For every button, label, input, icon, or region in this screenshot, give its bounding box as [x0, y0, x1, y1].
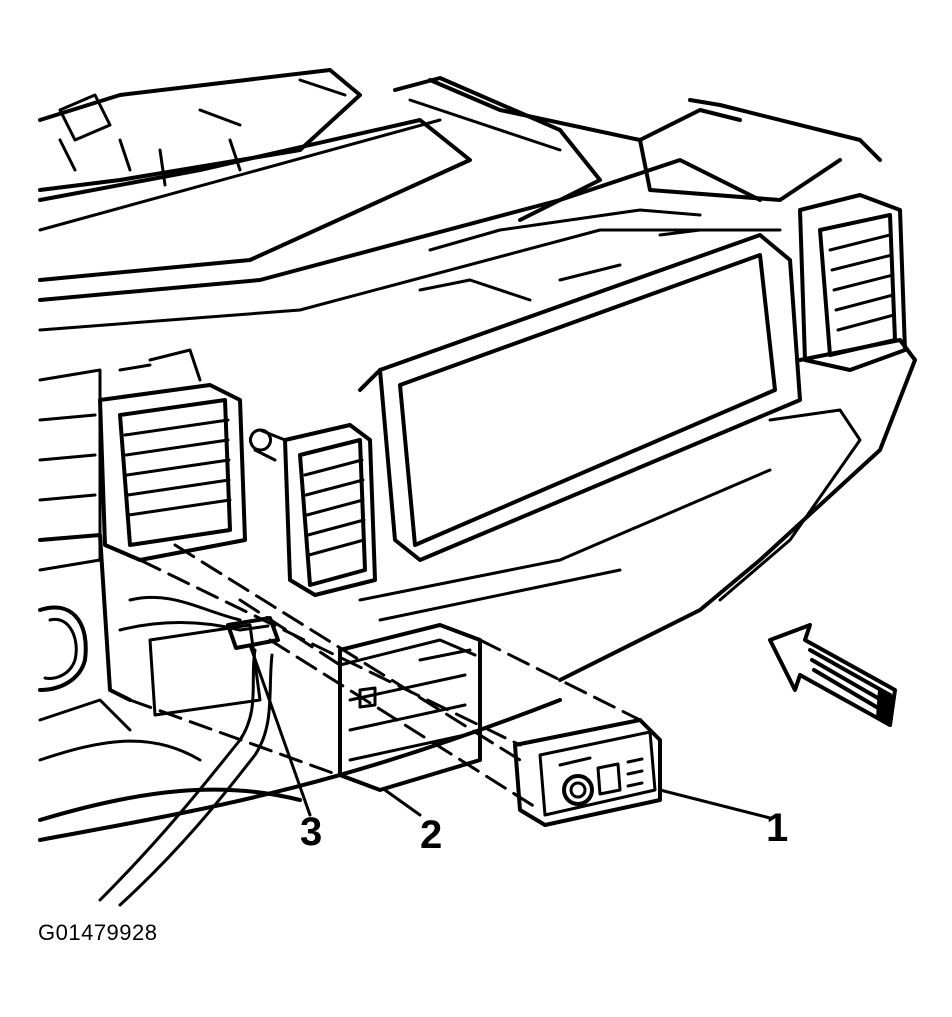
center-display-panel	[358, 233, 917, 682]
arrow-view-icon	[768, 623, 897, 727]
auxiliary-control-module-art	[513, 718, 662, 827]
left-air-vent	[98, 348, 272, 562]
upper-dash	[38, 68, 602, 282]
callout-3: 3	[300, 810, 323, 854]
left-lower-dash	[38, 368, 562, 842]
callout-1: 1	[766, 806, 789, 850]
dash-top	[38, 78, 882, 332]
wiring-harness	[98, 621, 274, 907]
leader-lines	[248, 643, 772, 820]
alignment-lines	[128, 543, 642, 812]
electrical-connector-art	[226, 616, 280, 650]
mounting-bracket-art	[338, 623, 482, 792]
callout-2: 2	[420, 813, 443, 857]
center-air-vent	[253, 423, 377, 597]
figure-id: G01479928	[38, 920, 158, 945]
